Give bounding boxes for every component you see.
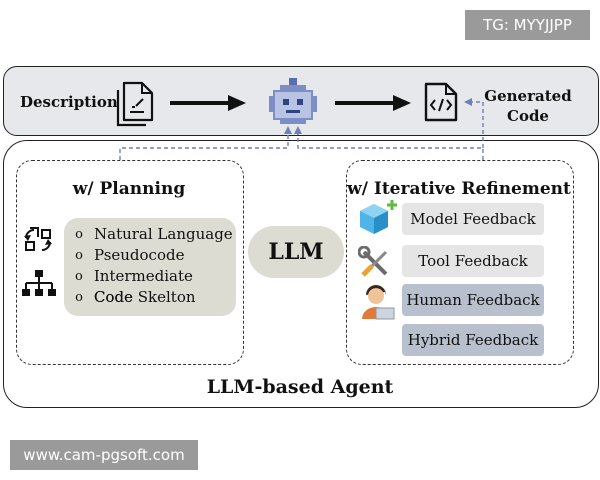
description-label: Description [20,93,118,111]
generated-code-line1: Generated [484,87,572,105]
code-file-icon [424,82,458,122]
list-item: o Natural Language [64,224,236,245]
person-laptop-icon [362,285,395,320]
bullet-marker: o [75,248,83,263]
planning-item-label: Intermediate Code [93,267,193,306]
list-item: o Code Skelton [64,287,236,308]
document-edit-icon [116,81,154,127]
planning-item-label: Pseudocode [94,246,185,264]
hybrid-feedback-item: Hybrid Feedback [402,324,544,356]
planning-item-label: Natural Language [94,225,233,243]
cube-plus-icon [360,200,397,234]
hierarchy-icon [22,270,56,296]
refinement-title: w/ Iterative Refinement [347,179,571,199]
generated-code-line2: Code [507,107,549,125]
cycle-arrows-icon [24,227,52,251]
human-feedback-item: Human Feedback [402,284,544,316]
bullet-marker: o [75,227,83,242]
feedback-connectors [119,98,484,160]
arrow-to-robot [170,95,246,111]
watermark-bottom: www.cam-pgsoft.com [10,440,198,470]
arrow-to-code [335,95,411,111]
bullet-marker: o [75,269,83,284]
model-feedback-item: Model Feedback [402,203,544,235]
list-item: o Pseudocode [64,245,236,266]
generated-code-label: Generated Code [480,86,576,126]
watermark-top: TG: MYYJJPP [465,10,590,40]
bullet-marker: o [75,290,83,305]
agent-label: LLM-based Agent [206,376,394,398]
robot-icon [269,78,317,124]
wrench-screwdriver-icon [358,246,388,277]
planning-item-label: Code Skelton [94,288,196,306]
list-item: o Intermediate Code [64,266,236,306]
planning-title: w/ Planning [72,179,186,199]
llm-node: LLM [248,226,344,278]
tool-feedback-item: Tool Feedback [402,245,544,277]
